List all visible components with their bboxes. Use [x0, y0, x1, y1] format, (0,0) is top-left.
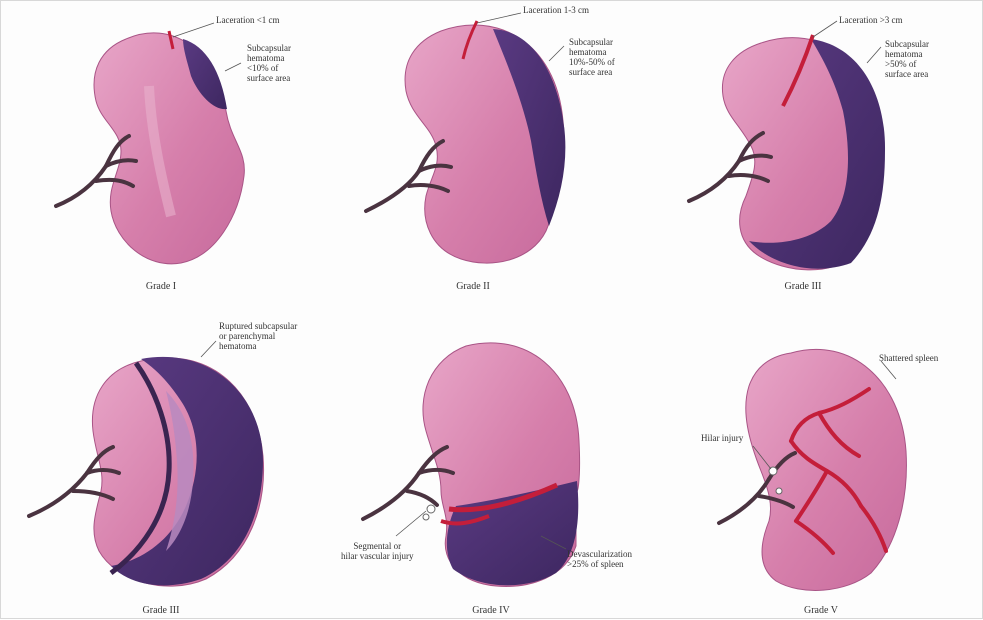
annotation-grade-4-devascularization: Devascularization >25% of spleen	[567, 549, 632, 569]
spleen-grade-5	[719, 349, 906, 590]
caption-grade-2: Grade II	[413, 281, 533, 292]
annotation-grade-5-hilar-injury: Hilar injury	[701, 433, 743, 443]
spleen-grade-3-ruptured	[29, 357, 264, 586]
annotation-grade-4-vascular-injury: Segmental or hilar vascular injury	[341, 541, 413, 561]
spleen-grade-2	[366, 21, 565, 263]
annotation-grade-3-ruptured-hematoma: Ruptured subcapsular or parenchymal hema…	[219, 321, 297, 351]
spleen-grade-1	[56, 31, 244, 264]
spleen-grade-3	[689, 35, 885, 270]
annotation-grade-3-laceration: Laceration >3 cm	[839, 15, 903, 25]
caption-grade-5: Grade V	[761, 605, 881, 616]
annotation-grade-2-hematoma: Subcapsular hematoma 10%-50% of surface …	[569, 37, 615, 77]
annotation-grade-1-hematoma: Subcapsular hematoma <10% of surface are…	[247, 43, 291, 83]
annotation-grade-3-hematoma: Subcapsular hematoma >50% of surface are…	[885, 39, 929, 79]
annotation-grade-2-laceration: Laceration 1-3 cm	[523, 5, 589, 15]
caption-grade-4: Grade IV	[431, 605, 551, 616]
annotation-grade-1-laceration: Laceration <1 cm	[216, 15, 280, 25]
annotation-grade-5-shattered-spleen: Shattered spleen	[879, 353, 938, 363]
caption-grade-3-ruptured: Grade III	[101, 605, 221, 616]
caption-grade-3: Grade III	[743, 281, 863, 292]
caption-grade-1: Grade I	[101, 281, 221, 292]
